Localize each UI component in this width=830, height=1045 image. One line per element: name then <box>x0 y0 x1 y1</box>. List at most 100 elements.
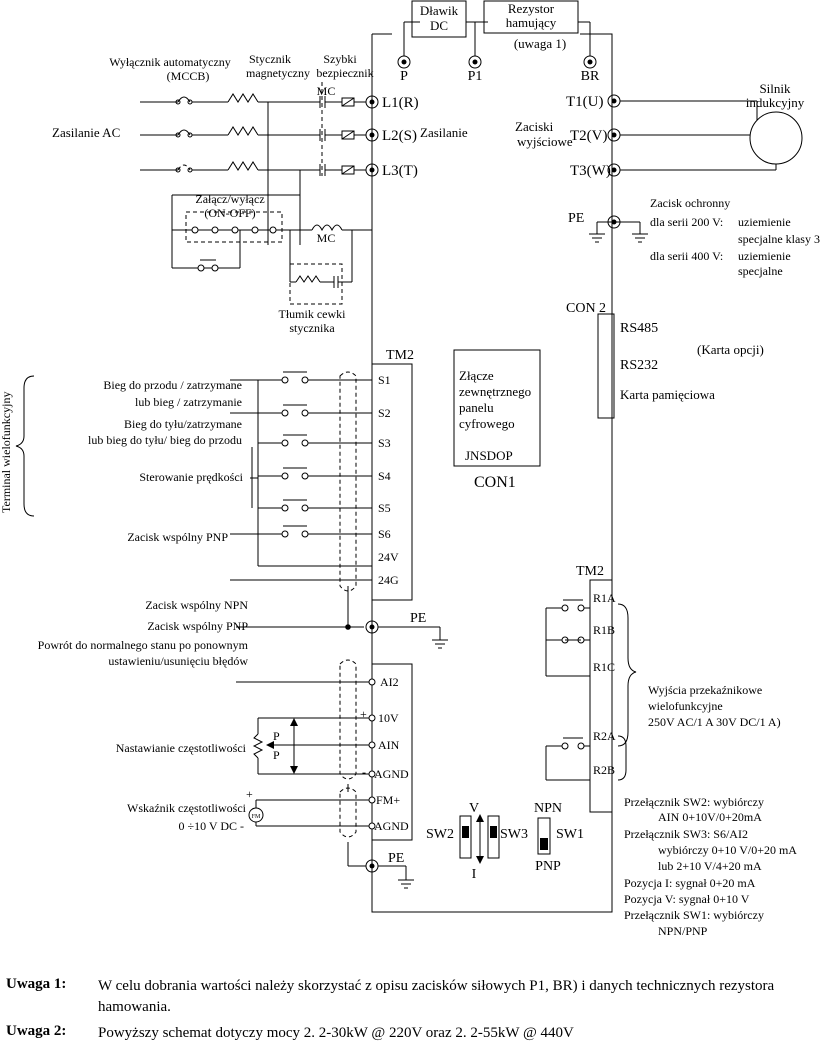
multi-terminal-label: Terminal wielofunkcyjny <box>0 392 13 513</box>
terminal-agnd-2: AGND <box>374 819 409 833</box>
tm2-left-block: TM2 Terminal wielofunkcyjny S1 S2 S3 S4 … <box>0 348 414 628</box>
note-1: Uwaga 1: W celu dobrania wartości należy … <box>6 976 806 1018</box>
sw-note-1: Przełącznik SW2: wybiórczy <box>624 795 764 809</box>
analog-minus: - <box>362 765 366 779</box>
con1-text-1: Złącze <box>459 368 494 383</box>
tm2-left-title: TM2 <box>386 348 414 363</box>
relay-r1a: R1A <box>593 591 616 605</box>
l3-label: L3(T) <box>382 163 418 179</box>
ground-200-2: specjalne klasy 3 <box>738 232 820 246</box>
freq-ind-label-2: 0 ÷10 V DC - <box>179 819 244 833</box>
analog-plus: + <box>360 707 367 721</box>
resistor-label-1: Rezystor <box>508 1 555 16</box>
relay-block: TM2 R1A R1B R1C R2A R2B Wyjścia przekaźn… <box>545 564 781 813</box>
note-1-text: W celu dobrania wartości należy skorzyst… <box>98 978 775 1015</box>
freq-set-label: Nastawianie częstotliwości <box>116 741 247 755</box>
con2-block: CON 2 RS485 RS232 Karta pamięciowa (Kart… <box>566 301 764 419</box>
ground-400-1: uziemienie <box>738 249 791 263</box>
suppressor-label-2: stycznika <box>289 321 335 335</box>
breaker-label-2: (MCCB) <box>167 69 210 83</box>
resistor-note: (uwaga 1) <box>514 36 566 51</box>
sw1-label: SW1 <box>556 827 584 842</box>
sw1-body <box>537 817 551 855</box>
dip-switches: V I SW2 SW3 NPN SW1 PNP <box>426 801 584 882</box>
terminal-s1: S1 <box>378 373 391 387</box>
ground-400-2: specjalne <box>738 264 783 278</box>
onoff-label-2: (ON-OFF) <box>204 206 255 220</box>
dc-choke: Dławik DC <box>411 0 467 38</box>
contactor-label-1: Stycznik <box>249 52 291 66</box>
mc-label: MC <box>317 84 336 98</box>
relay-r1c: R1C <box>593 660 615 674</box>
mc-coil-label: MC <box>317 231 336 245</box>
terminal-p1: P1 <box>468 69 483 84</box>
pnp-common-label: Zacisk wspólny PNP <box>127 530 228 544</box>
fm-meter-label: FM <box>252 814 261 820</box>
ground-200-1: uziemienie <box>738 215 791 229</box>
pot-p-1: P <box>273 729 280 743</box>
rev-label-1: Bieg do tyłu/zatrzymane <box>124 417 242 431</box>
ground-label-1: Zacisk ochronny <box>650 196 730 210</box>
breaker-label-1: Wyłącznik automatyczny <box>109 55 231 69</box>
terminal-s2: S2 <box>378 406 391 420</box>
relay-r2a: R2A <box>593 729 616 743</box>
sw2-body <box>459 815 472 859</box>
ground-label-3: dla serii 400 V: <box>650 249 723 263</box>
t3-label: T3(W) <box>570 163 611 179</box>
freq-ind-label-1: Wskaźnik częstotliwości <box>127 801 247 815</box>
speed-label: Sterowanie prędkości <box>139 470 243 484</box>
terminal-p: P <box>400 69 408 84</box>
motor-output: Silnik indukcyjny Zaciski wyjściowe T1(U… <box>515 81 820 278</box>
sw-v-label: V <box>469 801 479 816</box>
terminal-fm: FM+ <box>376 793 400 807</box>
option-card-label: (Karta opcji) <box>697 342 764 357</box>
sw1-npn-label: NPN <box>534 801 562 816</box>
l2-label: L2(S) <box>382 128 417 144</box>
con1-text-2: zewnętrznego <box>459 384 531 399</box>
fwd-label-1: Bieg do przodu / zatrzymane <box>103 378 242 392</box>
supply-label: Zasilanie <box>420 125 468 140</box>
note-1-label: Uwaga 1: <box>6 976 67 992</box>
terminal-agnd-1: AGND <box>374 767 409 781</box>
sw-note-3: Przełącznik SW3: S6/AI2 <box>624 827 748 841</box>
terminal-24g: 24G <box>378 573 399 587</box>
pe-tm2-label: PE <box>410 611 426 626</box>
relay-tm2-title: TM2 <box>576 564 604 579</box>
ground-label-2: dla serii 200 V: <box>650 215 723 229</box>
relay-r1b: R1B <box>593 623 615 637</box>
sw-note-8: Przełącznik SW1: wybiórczy <box>624 908 764 922</box>
pe-motor-label: PE <box>568 211 584 226</box>
note-2-text: Powyższy schemat dotyczy mocy 2. 2-30kW … <box>98 1025 574 1041</box>
sw1-pnp-label: PNP <box>535 859 561 874</box>
braking-resistor: Rezystor hamujący (uwaga 1) <box>483 0 579 51</box>
fm-plus: + <box>246 787 253 801</box>
outputs-label-1: Zaciski <box>515 119 554 134</box>
pnp-common-label-2: Zacisk wspólny PNP <box>147 619 248 633</box>
con1-model: JNSDOP <box>465 448 513 463</box>
reset-label-2: ustawieniu/usunięciu błędów <box>108 654 248 668</box>
terminal-ain: AIN <box>378 738 400 752</box>
contactor-label-2: magnetyczny <box>246 66 310 80</box>
dc-choke-label-2: DC <box>430 18 448 33</box>
terminal-s6: S6 <box>378 527 391 541</box>
motor-label-1: Silnik <box>759 81 791 96</box>
t1-label: T1(U) <box>566 94 604 110</box>
terminal-10v: 10V <box>378 711 399 725</box>
relay-r2b: R2B <box>593 763 615 777</box>
con1-name: CON1 <box>474 474 516 491</box>
sw-note-2: AIN 0+10V/0+20mA <box>658 810 762 824</box>
motor-label-2: indukcyjny <box>746 95 805 110</box>
sw-note-7: Pozycja V: sygnał 0+10 V <box>624 892 750 906</box>
sw3-body <box>487 815 500 859</box>
sw3-label: SW3 <box>500 827 528 842</box>
terminal-s5: S5 <box>378 501 391 515</box>
pot-p-2: P <box>273 748 280 762</box>
reset-label-1: Powrót do normalnego stanu po ponownym <box>38 638 249 652</box>
npn-common-label: Zacisk wspólny NPN <box>145 598 248 612</box>
con1-block: Złącze zewnętrznego panelu cyfrowego JNS… <box>453 349 541 491</box>
pe-analog-label: PE <box>388 851 404 866</box>
l1-label: L1(R) <box>382 95 419 111</box>
sw-note-4: wybiórczy 0+10 V/0+20 mA <box>658 843 797 857</box>
con2-title: CON 2 <box>566 301 606 316</box>
